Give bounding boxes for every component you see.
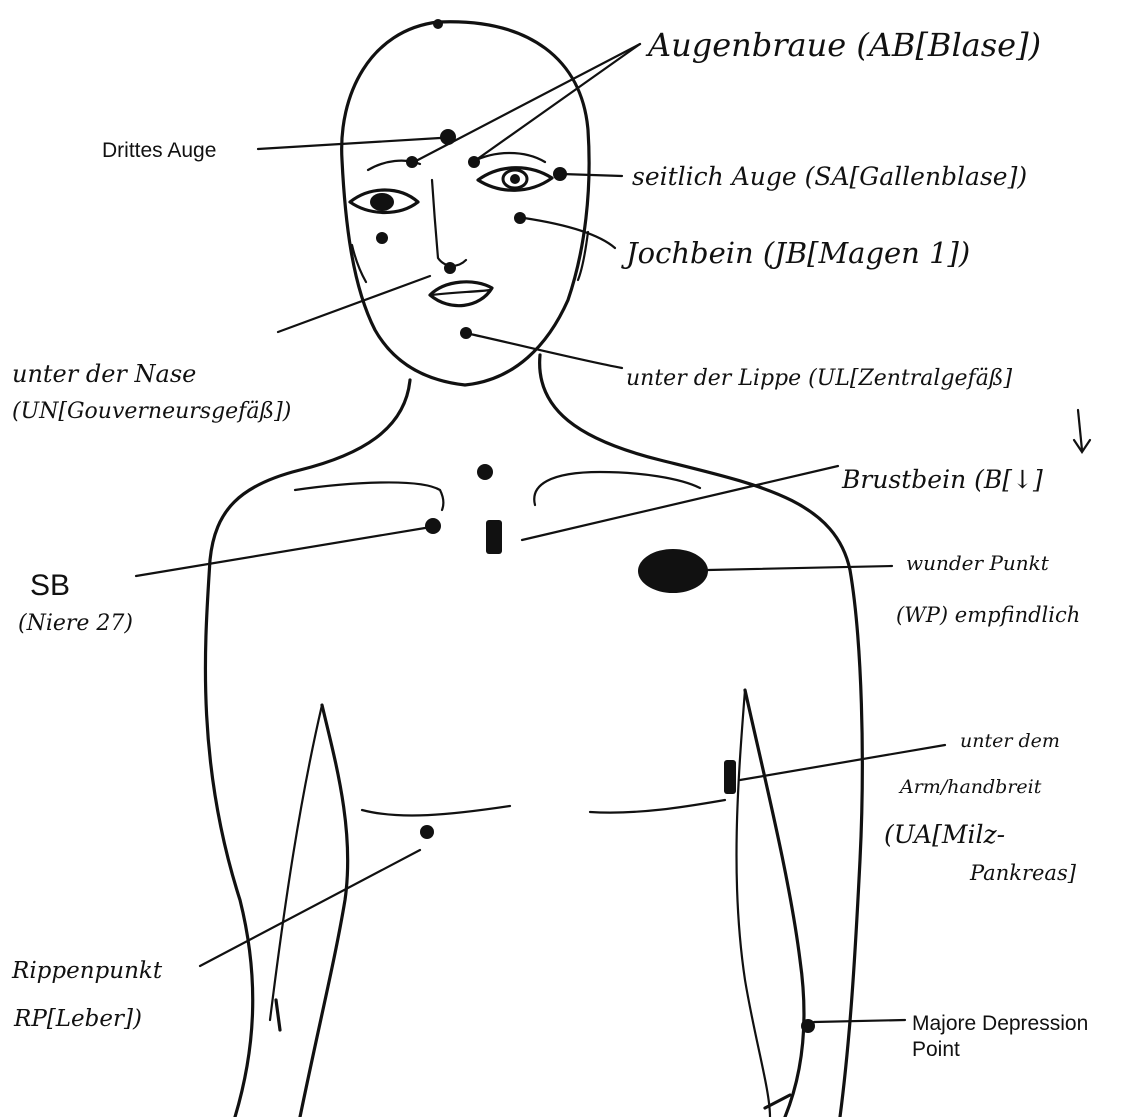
leader-wunder-punkt [708,566,892,570]
point-unter-nase [444,262,456,274]
left-forearm [270,705,322,1020]
label-wunder-punkt-1: wunder Punkt [906,551,1050,575]
chest-line [362,806,510,816]
label-unter-arm-1: unter dem [960,730,1060,752]
label-unter-arm-2: Arm/handbreit [898,776,1042,798]
point-top-head [433,19,443,29]
label-rippenpunkt-1: Rippenpunkt [11,958,163,984]
label-brustbein: Brustbein (B[↓] [841,465,1043,494]
label-major-depression-1: Majore Depression [912,1012,1088,1035]
right-collarbone [534,472,700,505]
label-major-depression-2: Point [912,1038,960,1061]
point-major-depression [801,1019,815,1033]
right-forearm [736,690,770,1117]
point-jochbein-left [376,232,388,244]
left-collarbone [295,482,443,510]
leader-rippenpunkt [200,850,420,966]
label-jochbein: Jochbein (JB[Magen 1]) [621,236,970,270]
leader-unter-arm [740,745,945,780]
point-sb [425,518,441,534]
label-unter-arm-4: Pankreas] [969,861,1077,885]
label-unter-lippe: unter der Lippe (UL[Zentralgefäß] [626,366,1013,391]
point-wunder-punkt [638,549,708,593]
leader-unter-nase [278,276,430,332]
leader-brustbein [522,466,838,540]
point-rippenpunkt [420,825,434,839]
label-sb-1: SB [30,569,70,602]
point-brustbein-top [477,464,493,480]
label-rippenpunkt-2: RP[Leber]) [13,1006,142,1032]
arrow-zentral-to-brust [1074,410,1090,452]
nose [432,180,466,266]
body-outline-left [205,380,410,1117]
body-outline-right [540,355,863,1117]
label-unter-nase-1: unter der Nase [12,360,196,388]
left-pupil [370,193,394,211]
label-unter-arm-3: (UA[Milz- [884,820,1005,849]
leader-jochbein [524,218,615,248]
label-unter-nase-2: (UN[Gouverneursgefäß]) [12,399,291,424]
point-unter-arm [724,760,736,794]
label-seitlich-auge: seitlich Auge (SA[Gallenblase]) [632,162,1027,191]
label-wunder-punkt-2: (WP) empfindlich [896,603,1080,627]
label-augenbraue: Augenbraue (AB[Blase]) [645,26,1041,64]
point-brustbein [486,520,502,554]
label-sb-2: (Niere 27) [18,611,133,636]
right-arm-inner [745,690,804,1117]
point-drittes-auge [440,129,456,145]
leader-sb [136,528,425,576]
leader-seitlich-auge [562,174,622,176]
leader-major-depression [814,1020,905,1022]
leader-augenbraue-1 [414,44,640,162]
label-drittes-auge: Drittes Auge [102,139,216,162]
left-arm-inner [300,705,348,1117]
leader-drittes-auge [258,138,440,149]
